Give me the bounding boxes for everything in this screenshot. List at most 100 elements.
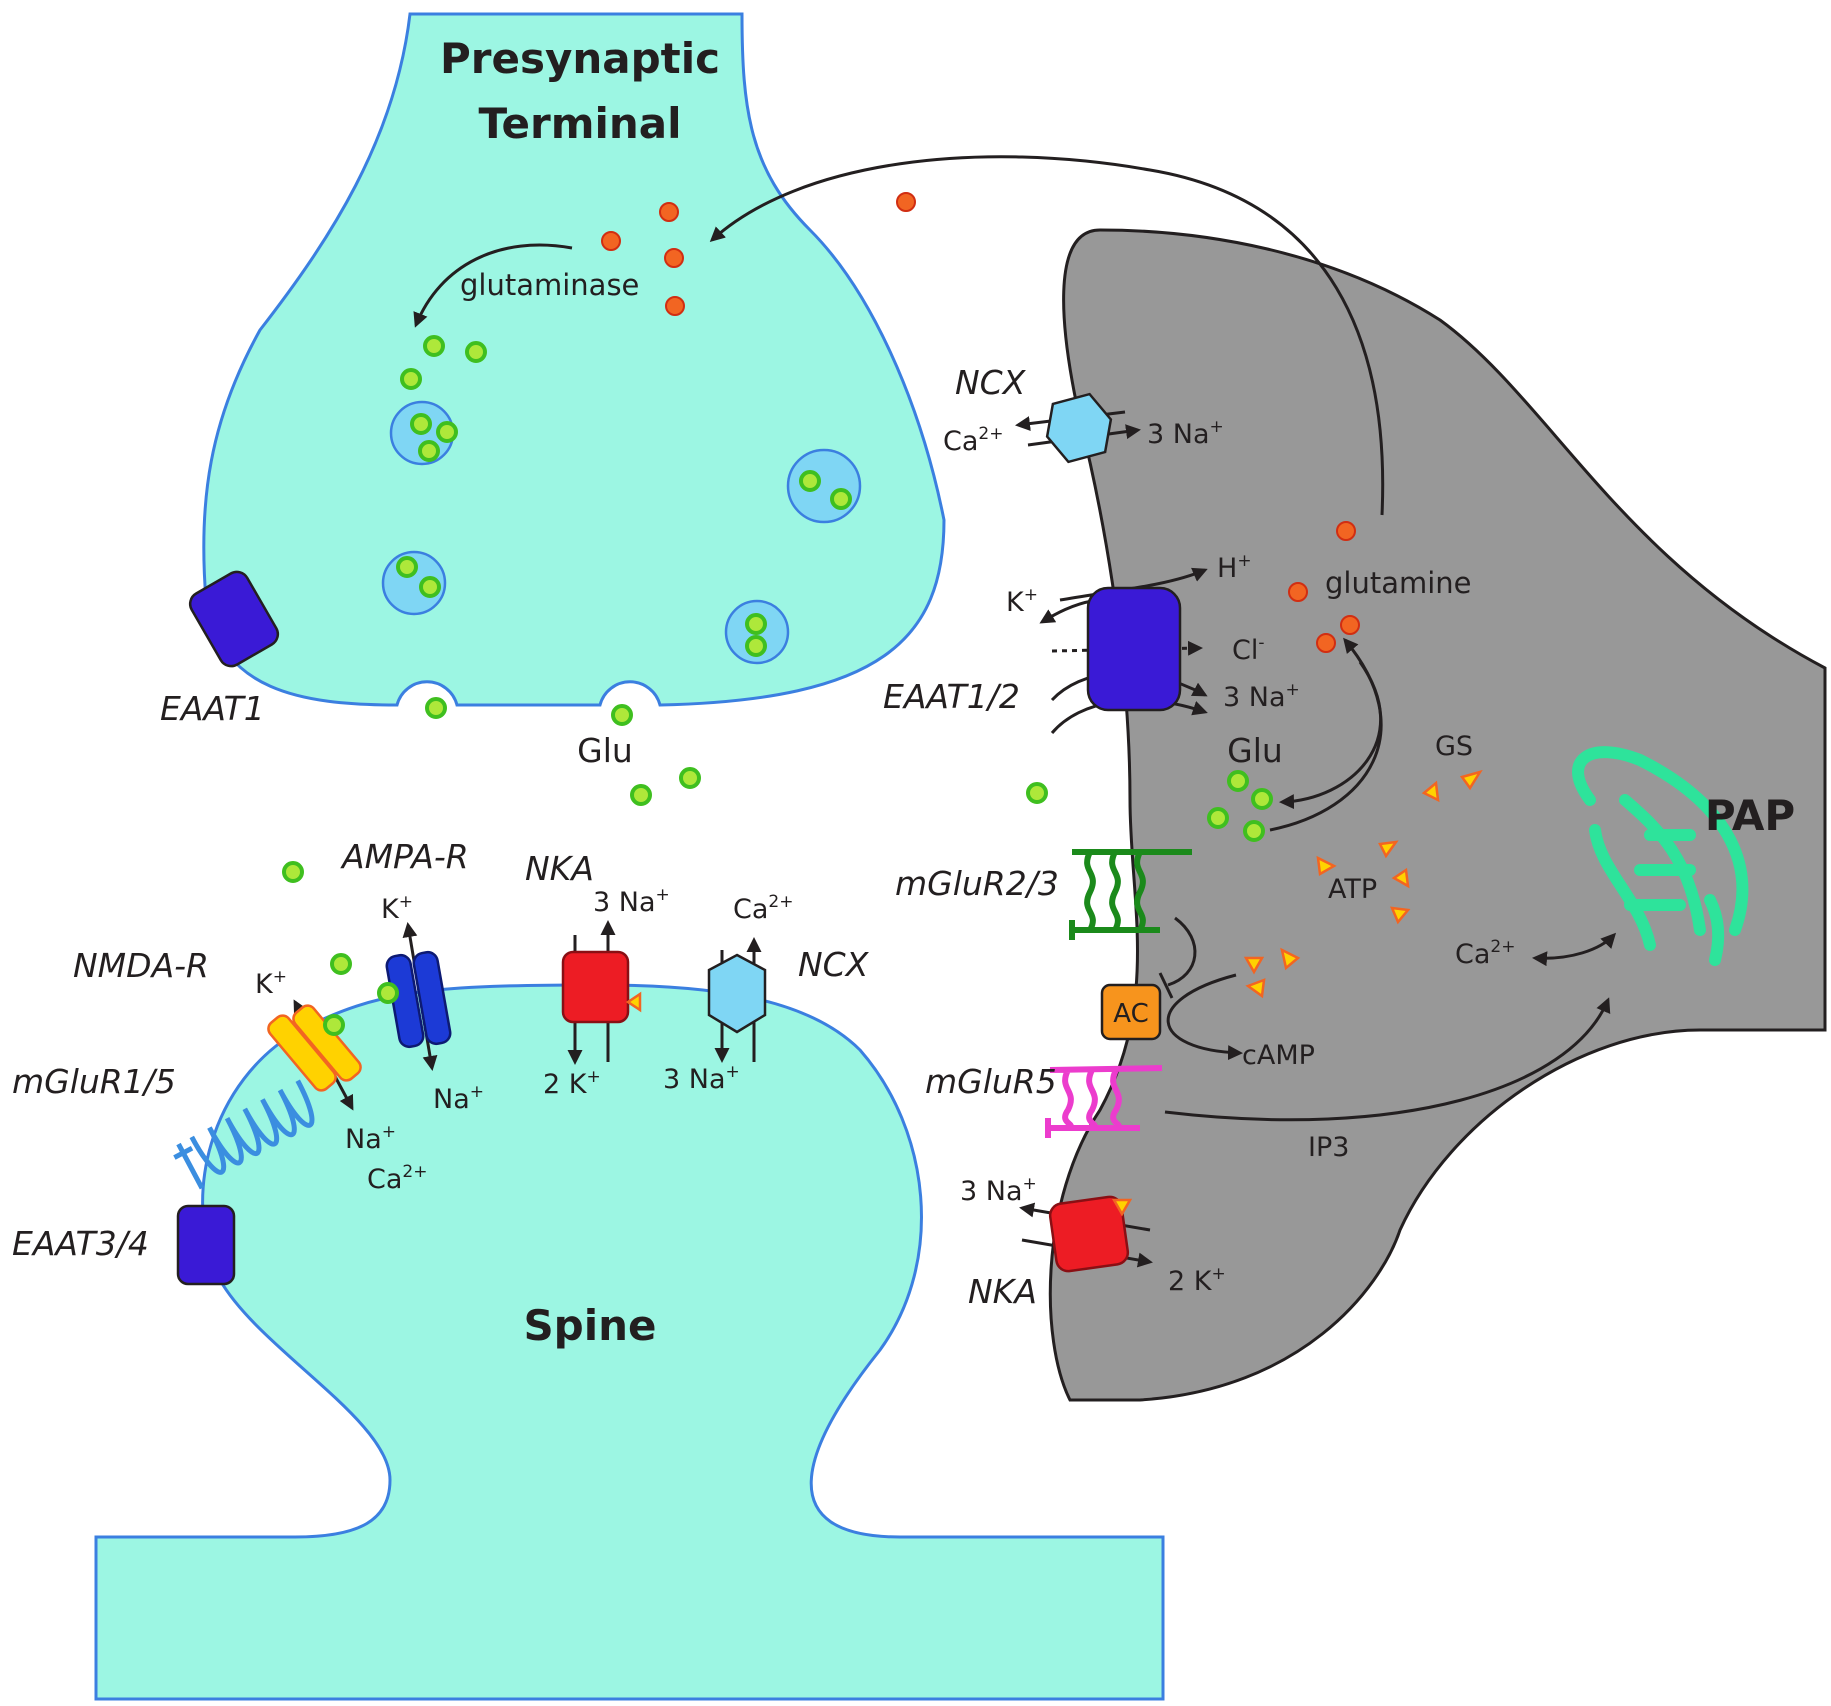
- ampa-subunit-2: [412, 950, 452, 1046]
- ncx-pap-label: NCX: [955, 363, 1027, 402]
- glutamate: [745, 613, 767, 635]
- ip3-label: IP3: [1308, 1132, 1349, 1163]
- eaat12-label: EAAT1/2: [883, 677, 1020, 716]
- glutamate: [799, 470, 821, 492]
- glutamate: [1227, 770, 1249, 792]
- ion-ca-ncx-spine: Ca2+: [733, 892, 793, 925]
- atp: [625, 991, 642, 1013]
- glutamine: [1316, 633, 1336, 653]
- nmda-subunit-1: [267, 1014, 337, 1092]
- ion-3na-eaat: 3 Na+: [1223, 680, 1300, 713]
- astrocyte-process: [1048, 228, 1827, 1402]
- gs-label: GS: [1435, 731, 1473, 762]
- glutamate: [1026, 782, 1048, 804]
- atp-label: ATP: [1328, 874, 1377, 905]
- ion-3na-nka-spine: 3 Na+: [593, 885, 670, 918]
- glutamate: [377, 982, 399, 1004]
- mglur23-label: mGluR2/3: [895, 864, 1059, 903]
- adenylyl-cyclase: [1100, 983, 1162, 1041]
- nka-pap-pump: [1048, 1195, 1130, 1273]
- ncx-spine-label: NCX: [798, 945, 870, 984]
- dendritic-spine: [94, 983, 1165, 1701]
- glutamate: [423, 335, 445, 357]
- endoplasmic-reticulum: [1572, 746, 1749, 966]
- mglur15-label: mGluR1/5: [12, 1062, 176, 1101]
- spine-title: Spine: [523, 1301, 656, 1350]
- membrane-proteins: [173, 392, 1749, 1286]
- cells: [94, 12, 1827, 1701]
- ion-3na-ncx-spine: 3 Na+: [663, 1062, 740, 1095]
- ampa-r-label: AMPA-R: [340, 837, 469, 876]
- presynaptic-title-1: Presynaptic: [440, 34, 720, 83]
- ion-k-eaat: K+: [1006, 585, 1038, 618]
- ion-na-nmda: Na+: [345, 1122, 396, 1155]
- eaat1-label: EAAT1: [160, 689, 265, 728]
- glutamate: [679, 767, 701, 789]
- glutamate: [396, 556, 418, 578]
- inhibit-line: [1167, 916, 1197, 987]
- ion-cl-eaat: Cl-: [1232, 633, 1265, 666]
- glutamine: [665, 296, 685, 316]
- ion-k-nmda: K+: [255, 967, 287, 1000]
- eaat34-label: EAAT3/4: [12, 1224, 149, 1263]
- atp: [1245, 978, 1266, 999]
- glutamine: [1288, 582, 1308, 602]
- mglur5-receptor: [1045, 1065, 1163, 1138]
- ion-2k-nka-spine: 2 K+: [543, 1067, 601, 1100]
- camp-arrow: [1166, 973, 1243, 1061]
- atp: [1421, 780, 1440, 803]
- glu-cleft-label: Glu: [577, 731, 633, 770]
- glutamate: [323, 1014, 345, 1036]
- glutaminase-label: glutaminase: [460, 268, 639, 302]
- nka-pap-label: NKA: [968, 1272, 1037, 1311]
- glutamate: [1243, 820, 1265, 842]
- ion-3na-ncx-pap: 3 Na+: [1147, 417, 1224, 450]
- glutaminase-arrow: [413, 243, 573, 328]
- glutamate: [400, 368, 422, 390]
- ion-ca-er: Ca2+: [1455, 937, 1515, 970]
- atp: [1111, 1198, 1133, 1217]
- mglur23-receptor: [1069, 849, 1192, 940]
- glutamate: [611, 704, 633, 726]
- atp: [1280, 947, 1301, 971]
- glutamine-molecules: [601, 192, 1360, 653]
- ampa-subunit-1: [385, 953, 425, 1049]
- glutamate: [282, 861, 304, 883]
- nka-spine-label: NKA: [525, 849, 594, 888]
- glutamate: [436, 421, 458, 443]
- glutamine: [601, 231, 621, 251]
- labels: Presynaptic Terminal Spine PAP glutamina…: [12, 34, 1795, 1350]
- ion-k-ampa: K+: [381, 892, 413, 925]
- glutamate: [745, 635, 767, 657]
- glutamate: [1207, 807, 1229, 829]
- glutamine: [896, 192, 916, 212]
- glutamine: [1336, 521, 1356, 541]
- gs-arrow-2: [1279, 661, 1383, 810]
- eaat12-transporter: [1086, 586, 1182, 712]
- atp: [1389, 906, 1411, 925]
- ion-na-ampa: Na+: [433, 1082, 484, 1115]
- ion-ca-ncx-pap: Ca2+: [943, 424, 1003, 457]
- atp: [1459, 769, 1483, 791]
- camp-label: cAMP: [1242, 1040, 1315, 1071]
- glutamine-label: glutamine: [1325, 566, 1472, 600]
- ncx-spine-exchanger: [707, 953, 767, 1034]
- atp: [1243, 956, 1265, 975]
- atp-molecules: [625, 769, 1483, 1217]
- glutamine: [659, 202, 679, 222]
- atp: [1391, 867, 1410, 889]
- vesicle: [786, 448, 862, 524]
- eaat1-transporter: [188, 570, 280, 668]
- atp: [1378, 840, 1399, 859]
- glutamate: [330, 953, 352, 975]
- mglur5-label: mGluR5: [925, 1062, 1057, 1101]
- glutamate: [410, 413, 432, 435]
- glutamate: [630, 784, 652, 806]
- glutamate-molecules: [282, 335, 1273, 1036]
- glutamine: [1340, 615, 1360, 635]
- glutamine: [664, 248, 684, 268]
- ion-ca-nmda: Ca2+: [367, 1162, 427, 1195]
- glutamate: [419, 576, 441, 598]
- glutamate: [465, 341, 487, 363]
